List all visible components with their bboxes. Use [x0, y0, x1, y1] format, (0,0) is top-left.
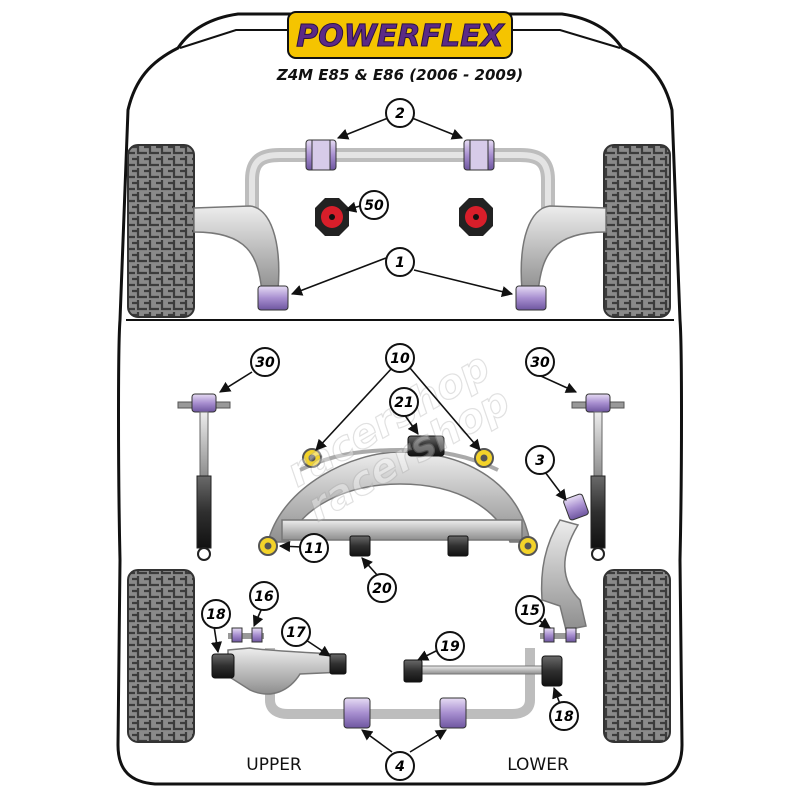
svg-text:21: 21 — [394, 395, 413, 411]
svg-text:20: 20 — [372, 581, 392, 597]
svg-text:17: 17 — [286, 625, 306, 641]
svg-text:2: 2 — [395, 106, 405, 122]
label-lower: LOWER — [507, 755, 569, 775]
callout-11: 11 — [299, 533, 329, 563]
label-upper: UPPER — [246, 755, 302, 775]
callout-10: 10 — [385, 343, 415, 373]
tyre-front-right — [603, 144, 671, 318]
svg-text:POWERFLEX: POWERFLEX — [296, 19, 505, 54]
rear-shock-left — [177, 393, 231, 561]
bush-15 — [540, 627, 580, 643]
powerflex-logo: POWERFLEX — [287, 11, 513, 59]
bush-50-left — [315, 198, 349, 236]
bush-18-right — [541, 655, 563, 687]
bush-4-left — [343, 697, 371, 729]
tyre-rear-left — [127, 569, 195, 743]
upper-arm-left — [227, 647, 345, 695]
leader-lines — [210, 117, 578, 753]
rear-trailing-arm-right — [540, 519, 587, 631]
svg-text:11: 11 — [304, 541, 323, 557]
callout-19: 19 — [435, 631, 465, 661]
rear-anti-roll-bar — [265, 648, 535, 719]
callout-30-left: 30 — [250, 347, 280, 377]
bush-50-right — [459, 198, 493, 236]
model-subtitle: Z4M E85 & E86 (2006 - 2009) — [276, 66, 523, 84]
callout-17: 17 — [281, 617, 311, 647]
callout-18-right: 18 — [549, 701, 579, 731]
rear-subframe — [267, 447, 531, 543]
callout-21: 21 — [389, 387, 419, 417]
callout-1: 1 — [385, 247, 415, 277]
svg-text:3: 3 — [535, 453, 545, 469]
svg-text:15: 15 — [520, 603, 540, 619]
callouts: 2 50 1 30 30 10 21 3 11 20 18 16 17 19 1… — [201, 98, 579, 781]
bush-2-right — [463, 139, 495, 171]
callout-15: 15 — [515, 595, 545, 625]
callout-16: 16 — [249, 581, 279, 611]
front-subframe — [245, 148, 555, 240]
svg-text:1: 1 — [395, 255, 405, 271]
bush-17 — [329, 653, 347, 675]
callout-18-left: 18 — [201, 599, 231, 629]
tyre-rear-right — [603, 569, 671, 743]
front-arm-left — [193, 205, 280, 293]
bush-2-left — [305, 139, 337, 171]
bush-21 — [407, 435, 445, 457]
bush-19 — [403, 659, 423, 683]
svg-text:4: 4 — [394, 759, 405, 775]
svg-text:30: 30 — [255, 355, 275, 371]
car-body-outline — [116, 12, 684, 786]
bush-1-left — [257, 285, 289, 311]
bush-3 — [563, 493, 589, 521]
callout-20: 20 — [367, 573, 397, 603]
callout-4: 4 — [385, 751, 415, 781]
bush-20-left — [349, 535, 371, 557]
rear-shock-right — [571, 393, 625, 561]
bush-1-right — [515, 285, 547, 311]
callout-2: 2 — [385, 98, 415, 128]
svg-text:16: 16 — [254, 589, 274, 605]
svg-text:19: 19 — [440, 639, 460, 655]
bush-16 — [228, 627, 264, 643]
svg-text:50: 50 — [364, 198, 384, 214]
front-arm-right — [520, 205, 607, 293]
callout-3: 3 — [525, 445, 555, 475]
tyre-front-left — [127, 144, 195, 318]
callout-30-right: 30 — [525, 347, 555, 377]
bush-20-right — [447, 535, 469, 557]
svg-text:30: 30 — [530, 355, 550, 371]
callout-50: 50 — [359, 190, 389, 220]
bush-4-right — [439, 697, 467, 729]
lower-link — [411, 665, 547, 675]
svg-text:10: 10 — [390, 351, 410, 367]
bush-18-left — [211, 653, 235, 679]
svg-text:18: 18 — [206, 607, 226, 623]
svg-text:18: 18 — [554, 709, 574, 725]
